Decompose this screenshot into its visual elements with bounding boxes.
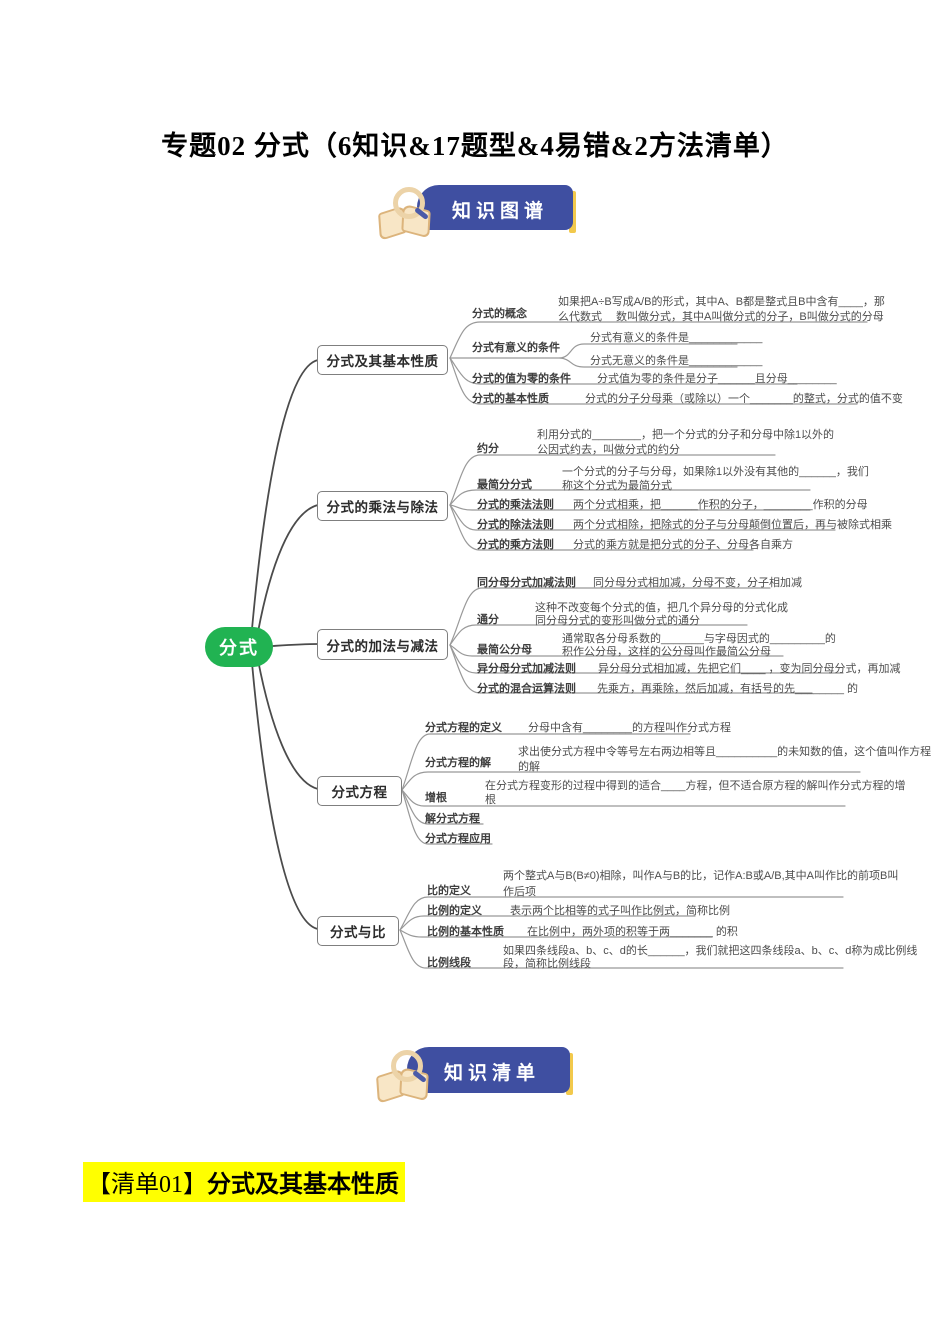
node-label: 分式的值为零的条件 [472, 373, 571, 385]
branch-box-basic-properties: 分式及其基本性质 [317, 345, 448, 375]
node-label: 分式方程的定义 [425, 722, 502, 734]
node-label: 比的定义 [427, 885, 471, 897]
banner-background [407, 1047, 570, 1093]
node-desc: 分式的乘方就是把分式的分子、分母各自乘方 [573, 539, 793, 551]
page-title: 专题02 分式（6知识&17题型&4易错&2方法清单） [161, 131, 789, 161]
banner-background [417, 185, 573, 230]
node-label: 约分 [477, 443, 499, 455]
node-label: 比例线段 [427, 957, 471, 969]
node-desc: 的解 [518, 761, 540, 773]
node-label: 解分式方程 [425, 813, 480, 825]
banner-label: 知识图谱 [452, 201, 549, 222]
node-label: 分式方程应用 [425, 833, 491, 845]
banner-label: 知识清单 [444, 1063, 541, 1084]
node-desc: 如果四条线段a、b、c、d的长______，我们就把这四条线段a、b、c、d称为… [503, 945, 918, 957]
node-desc: 分式无意义的条件是____________ [590, 355, 763, 367]
node-label: 分式的除法法则 [477, 519, 554, 531]
node-desc: 分式的分子分母乘（或除以）一个_______的整式，分式的值不变 [585, 393, 903, 405]
node-label: 分式的混合运算法则 [477, 683, 576, 695]
node-desc: 称这个分式为最简分式 [562, 480, 672, 492]
node-label: 同分母分式加减法则 [477, 577, 576, 589]
node-label: 比例的基本性质 [427, 926, 504, 938]
node-label: 分式的乘方法则 [477, 539, 554, 551]
node-desc: 分式值为零的条件是分子______且分母________ [597, 373, 837, 385]
node-label: 分式的基本性质 [472, 393, 549, 405]
node-desc: 一个分式的分子与分母，如果除1以外没有其他的______，我们 [562, 466, 869, 478]
node-desc: 两个分式相乘，把______作积的分子，________作积的分母 [573, 499, 868, 511]
node-desc: 在分式方程变形的过程中得到的适合____方程，但不适合原方程的解叫作分式方程的增 [485, 780, 906, 792]
node-desc: 根 [485, 794, 496, 806]
node-desc: 通常取各分母系数的_______与字母因式的_________的 [562, 633, 836, 645]
section-title: 分式及其基本性质 [207, 1171, 399, 1198]
node-label: 增根 [425, 792, 447, 804]
node-desc: 这种不改变每个分式的值，把几个异分母的分式化成 [535, 602, 788, 614]
node-label: 分式方程的解 [425, 757, 491, 769]
node-desc: 异分母分式相加减，先把它们____ ，变为同分母分式，再加减 [598, 663, 901, 675]
node-desc: 公因式约去，叫做分式的约分 [537, 444, 680, 456]
section-tag: 【清单01】 [87, 1172, 207, 1198]
node-desc: 如果把A÷B写成A/B的形式，其中A、B都是整式且B中含有____，那 [558, 296, 885, 308]
node-label: 通分 [477, 614, 499, 626]
node-desc: 积作公分母，这样的公分母叫作最简公分母 [562, 646, 771, 658]
node-label: 最简公分母 [477, 644, 532, 656]
book-magnifier-icon [373, 1050, 433, 1105]
node-desc: 同分母分式相加减，分母不变，分子相加减 [593, 577, 802, 589]
node-desc: 作后项 [503, 886, 536, 898]
book-magnifier-icon [375, 187, 435, 242]
section-heading: 【清单01】分式及其基本性质 [83, 1162, 405, 1202]
branch-box-mul-div: 分式的乘法与除法 [317, 491, 448, 521]
node-desc: 两个分式相除，把除式的分子与分母颠倒位置后，再与被除式相乘 [573, 519, 892, 531]
node-desc: 求出使分式方程中令等号左右两边相等且__________的未知数的值，这个值叫作… [518, 746, 932, 758]
node-label: 分式的乘法法则 [477, 499, 554, 511]
node-desc: 同分母分式的变形叫做分式的通分 [535, 615, 700, 627]
node-desc: 么代数式 数叫做分式，其中A叫做分式的分子，B叫做分式的分母 [558, 311, 884, 323]
node-desc: 在比例中，两外项的积等于两_______ 的积 [527, 926, 738, 938]
node-label: 分式的概念 [472, 308, 527, 320]
node-desc: 利用分式的________，把一个分式的分子和分母中除1以外的 [537, 429, 835, 441]
mindmap-root-node: 分式 [205, 627, 273, 667]
branch-box-ratio: 分式与比 [317, 916, 399, 946]
node-desc: 先乘方，再乘除，然后加减，有括号的先________ 的 [597, 683, 858, 695]
node-desc: 两个整式A与B(B≠0)相除，叫作A与B的比，记作A:B或A/B,其中A叫作比的… [503, 870, 899, 882]
node-desc: 表示两个比相等的式子叫作比例式，简称比例 [510, 905, 730, 917]
node-label: 分式有意义的条件 [472, 342, 560, 354]
node-desc: 分式有意义的条件是____________ [590, 332, 763, 344]
node-label: 比例的定义 [427, 905, 482, 917]
node-desc: 段，简称比例线段 [503, 958, 591, 970]
node-label: 最简分分式 [477, 479, 532, 491]
node-label: 异分母分式加减法则 [477, 663, 576, 675]
node-desc: 分母中含有________的方程叫作分式方程 [528, 722, 731, 734]
branch-box-equation: 分式方程 [317, 776, 402, 806]
branch-box-add-sub: 分式的加法与减法 [317, 629, 448, 660]
